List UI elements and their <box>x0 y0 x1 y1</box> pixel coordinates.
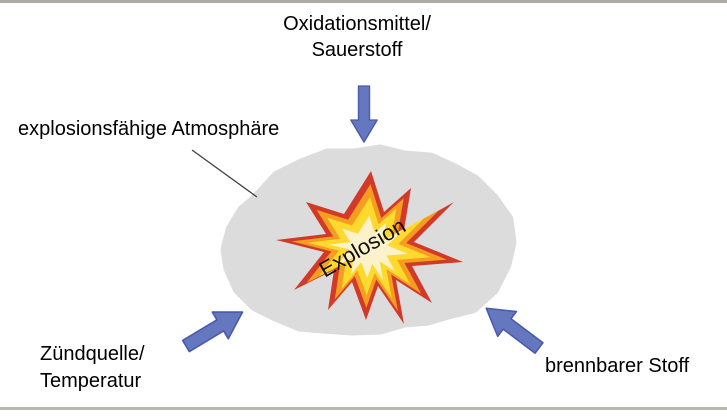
oxidizer-label-line1: Oxidationsmittel/ <box>283 13 431 35</box>
atmosphere-label: explosionsfähige Atmosphäre <box>18 118 280 140</box>
oxidizer-label-line2: Sauerstoff <box>311 39 403 61</box>
up-left-arrow-icon <box>476 295 550 362</box>
fuel-label: brennbarer Stoff <box>545 355 690 377</box>
up-right-arrow-icon <box>177 297 252 361</box>
atmosphere-annotation-line <box>191 149 258 198</box>
down-arrow-icon <box>350 85 378 143</box>
oxidizer-label: Oxidationsmittel/ Sauerstoff <box>252 11 462 63</box>
ignition-label-line1: Zündquelle/ <box>40 343 145 365</box>
ignition-label-line2: Temperatur <box>40 370 142 392</box>
bottom-border-line <box>0 407 727 410</box>
ignition-label: Zündquelle/ Temperatur <box>40 341 145 395</box>
top-border-line <box>0 0 727 3</box>
